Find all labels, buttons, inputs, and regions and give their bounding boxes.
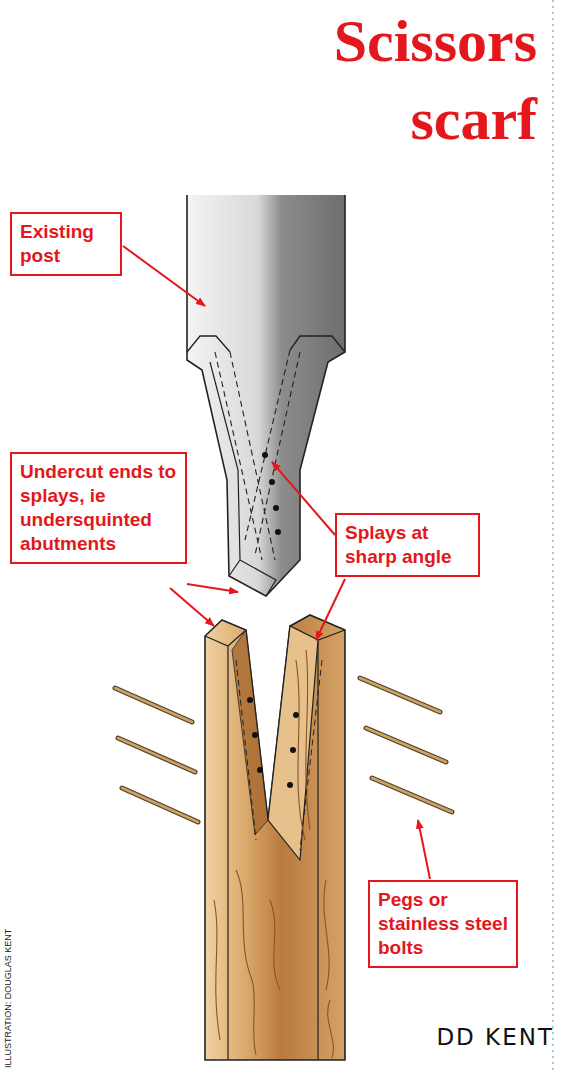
wood-grain bbox=[214, 650, 333, 1058]
peg bbox=[118, 738, 195, 772]
peg bbox=[360, 678, 440, 712]
callout-box: Pegs or stainless steel bolts bbox=[368, 880, 518, 968]
peg-fill bbox=[115, 678, 452, 822]
peg bbox=[372, 778, 452, 812]
peg bbox=[122, 788, 198, 822]
peg-hole bbox=[275, 529, 281, 535]
post-chamfer bbox=[187, 336, 345, 352]
peg bbox=[360, 678, 440, 712]
callout-box: Existing post bbox=[10, 212, 122, 276]
grain-line bbox=[328, 1000, 334, 1058]
pegs bbox=[115, 678, 452, 822]
signature: DD KENT bbox=[436, 1024, 554, 1050]
peg-hole bbox=[287, 782, 293, 788]
leader-line bbox=[170, 588, 214, 626]
leader-line bbox=[123, 246, 205, 306]
peg bbox=[372, 778, 452, 812]
callout-box: Splays at sharp angle bbox=[335, 513, 480, 577]
grain-line bbox=[236, 870, 256, 1055]
peg-hole bbox=[252, 732, 258, 738]
post-fill bbox=[187, 195, 345, 596]
leader-line bbox=[272, 462, 335, 535]
callout-text: Undercut ends to splays, ie undersquinte… bbox=[20, 460, 177, 556]
peg bbox=[366, 728, 446, 762]
illustration-credit: ILLUSTRATION: DOUGLAS KENT bbox=[3, 929, 13, 1068]
existing-post bbox=[187, 195, 345, 596]
new-post bbox=[205, 615, 345, 1060]
peg-hole bbox=[290, 747, 296, 753]
page-border bbox=[552, 0, 554, 1074]
peg bbox=[122, 788, 198, 822]
title: Scissors scarf bbox=[267, 2, 537, 158]
hidden-splay bbox=[215, 350, 300, 560]
callout-text: Splays at sharp angle bbox=[345, 521, 470, 569]
peg-hole bbox=[262, 452, 268, 458]
tongue-edge bbox=[210, 362, 276, 596]
callout-text: Existing post bbox=[20, 220, 112, 268]
peg-outline bbox=[115, 678, 452, 822]
post-body bbox=[205, 615, 345, 1060]
post-outline bbox=[187, 195, 345, 596]
peg-hole bbox=[269, 479, 275, 485]
peg bbox=[366, 728, 446, 762]
hidden-splay bbox=[236, 660, 322, 850]
peg-holes bbox=[247, 697, 299, 788]
peg-hole bbox=[293, 712, 299, 718]
peg-hole bbox=[273, 505, 279, 511]
peg-hole bbox=[257, 767, 263, 773]
callout-box: Undercut ends to splays, ie undersquinte… bbox=[10, 452, 187, 564]
peg bbox=[115, 688, 192, 722]
grain-line bbox=[324, 880, 329, 990]
peg-holes bbox=[262, 452, 281, 535]
peg bbox=[115, 688, 192, 722]
peg-hole bbox=[247, 697, 253, 703]
grain-line bbox=[306, 650, 310, 830]
splay-face bbox=[232, 630, 268, 835]
leader-line bbox=[316, 579, 345, 640]
grain-line bbox=[270, 900, 280, 990]
leader-line bbox=[187, 584, 238, 592]
peg bbox=[118, 738, 195, 772]
leader-line bbox=[418, 820, 430, 879]
grain-line bbox=[296, 660, 305, 840]
callout-text: Pegs or stainless steel bolts bbox=[378, 888, 508, 960]
splay-face bbox=[268, 626, 318, 860]
grain-line bbox=[214, 900, 220, 1040]
